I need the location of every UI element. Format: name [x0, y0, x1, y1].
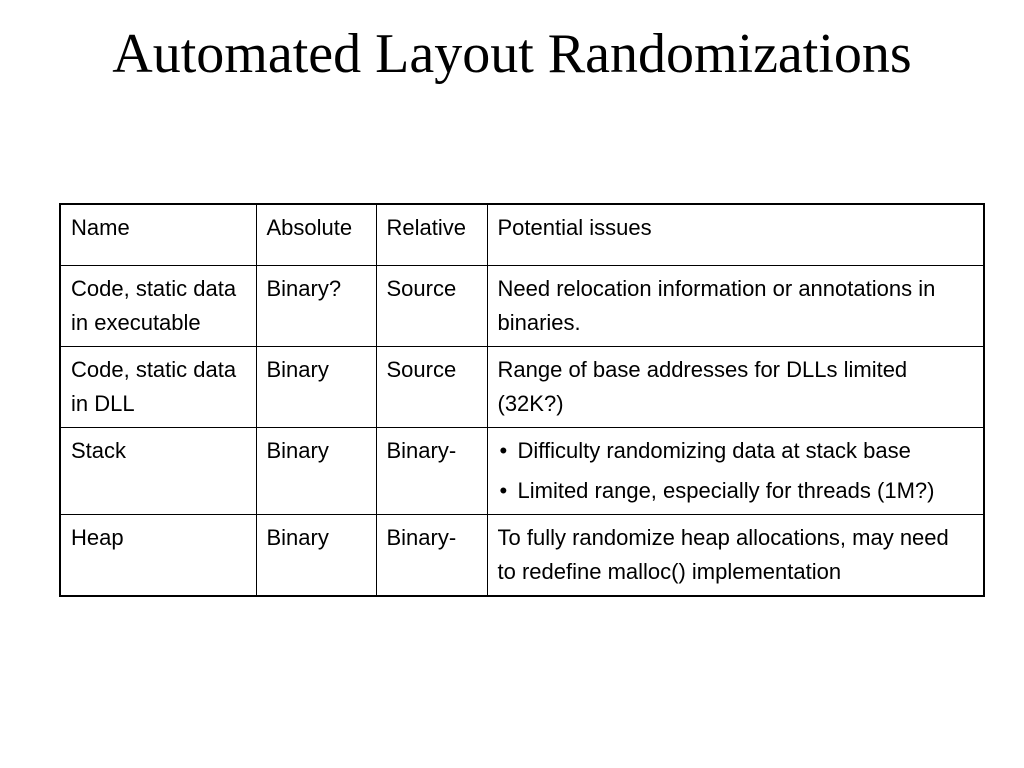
header-relative: Relative: [375, 203, 488, 266]
table-header-row: Name Absolute Relative Potential issues: [59, 203, 985, 266]
cell-issues: Need relocation information or annotatio…: [486, 265, 985, 347]
randomization-table: Name Absolute Relative Potential issues …: [59, 203, 985, 597]
bullet-icon: •: [499, 438, 508, 463]
header-name: Name: [59, 203, 257, 266]
header-potential-issues: Potential issues: [486, 203, 985, 266]
bullet-icon: •: [499, 478, 508, 503]
cell-issues: • Difficulty randomizing data at stack ba…: [486, 427, 985, 515]
cell-relative: Source: [375, 346, 488, 428]
table-row: Code, static data in executable Binary? …: [59, 265, 985, 347]
cell-absolute: Binary: [255, 346, 377, 428]
cell-absolute: Binary: [255, 514, 377, 597]
bullet-text: Difficulty randomizing data at stack bas…: [517, 438, 911, 463]
bullet-text: Limited range, especially for threads (1…: [517, 478, 935, 503]
cell-name: Stack: [59, 427, 257, 515]
header-absolute: Absolute: [255, 203, 377, 266]
table-row: Stack Binary Binary- • Difficulty randomi…: [59, 427, 985, 515]
slide-title: Automated Layout Randomizations: [112, 23, 912, 85]
cell-name: Heap: [59, 514, 257, 597]
cell-name: Code, static data in executable: [59, 265, 257, 347]
cell-name: Code, static data in DLL: [59, 346, 257, 428]
table-row: Code, static data in DLL Binary Source R…: [59, 346, 985, 428]
bullet-item: • Difficulty randomizing data at stack ba…: [498, 434, 974, 468]
table-row: Heap Binary Binary- To fully randomize h…: [59, 514, 985, 597]
bullet-item: • Limited range, especially for threads (…: [498, 474, 974, 508]
cell-absolute: Binary: [255, 427, 377, 515]
issues-bullet-list: • Difficulty randomizing data at stack ba…: [498, 434, 974, 508]
cell-relative: Source: [375, 265, 488, 347]
cell-relative: Binary-: [375, 427, 488, 515]
cell-issues: Range of base addresses for DLLs limited…: [486, 346, 985, 428]
cell-absolute: Binary?: [255, 265, 377, 347]
cell-issues: To fully randomize heap allocations, may…: [486, 514, 985, 597]
cell-relative: Binary-: [375, 514, 488, 597]
